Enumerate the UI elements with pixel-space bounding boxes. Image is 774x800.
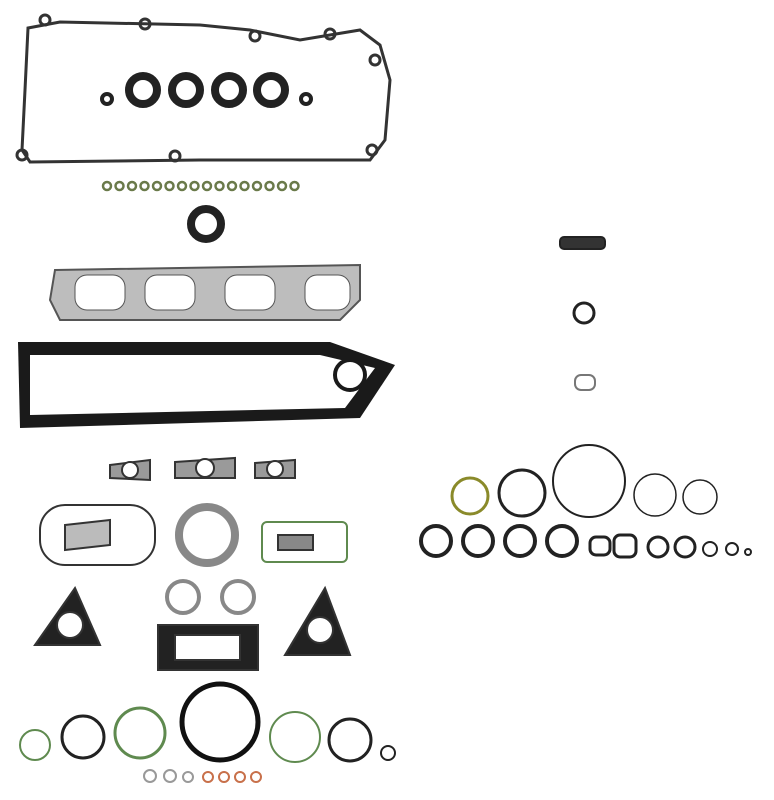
valve-stem-seal (226, 180, 238, 192)
exhaust-manifold-gasket (48, 263, 361, 321)
right-side-parts (419, 236, 752, 559)
valve-stem-seal (114, 180, 125, 192)
valve-stem-seal (176, 180, 188, 192)
valve-stem-seal (289, 180, 300, 192)
intake-manifold-gasket (18, 342, 395, 428)
valve-stem-seal (239, 180, 250, 192)
valve-cover-gasket (15, 13, 392, 164)
valve-stem-seal (276, 180, 288, 192)
valve-stem-seals (101, 180, 300, 192)
egr-gaskets (109, 456, 296, 482)
valve-stem-seal (126, 180, 138, 192)
valve-stem-seal (164, 180, 175, 192)
bottom-o-rings (19, 681, 396, 763)
copper-washers (143, 769, 262, 783)
turbo-gaskets (33, 503, 352, 671)
valve-stem-seal (151, 180, 163, 192)
valve-stem-seal (264, 180, 275, 192)
valve-stem-seal (214, 180, 225, 192)
valve-stem-seal (101, 180, 113, 192)
valve-stem-seal (201, 180, 213, 192)
crankshaft-seal (187, 205, 225, 243)
valve-stem-seal (139, 180, 150, 192)
valve-stem-seal (251, 180, 263, 192)
valve-stem-seal (189, 180, 200, 192)
injector-seals (100, 72, 313, 108)
